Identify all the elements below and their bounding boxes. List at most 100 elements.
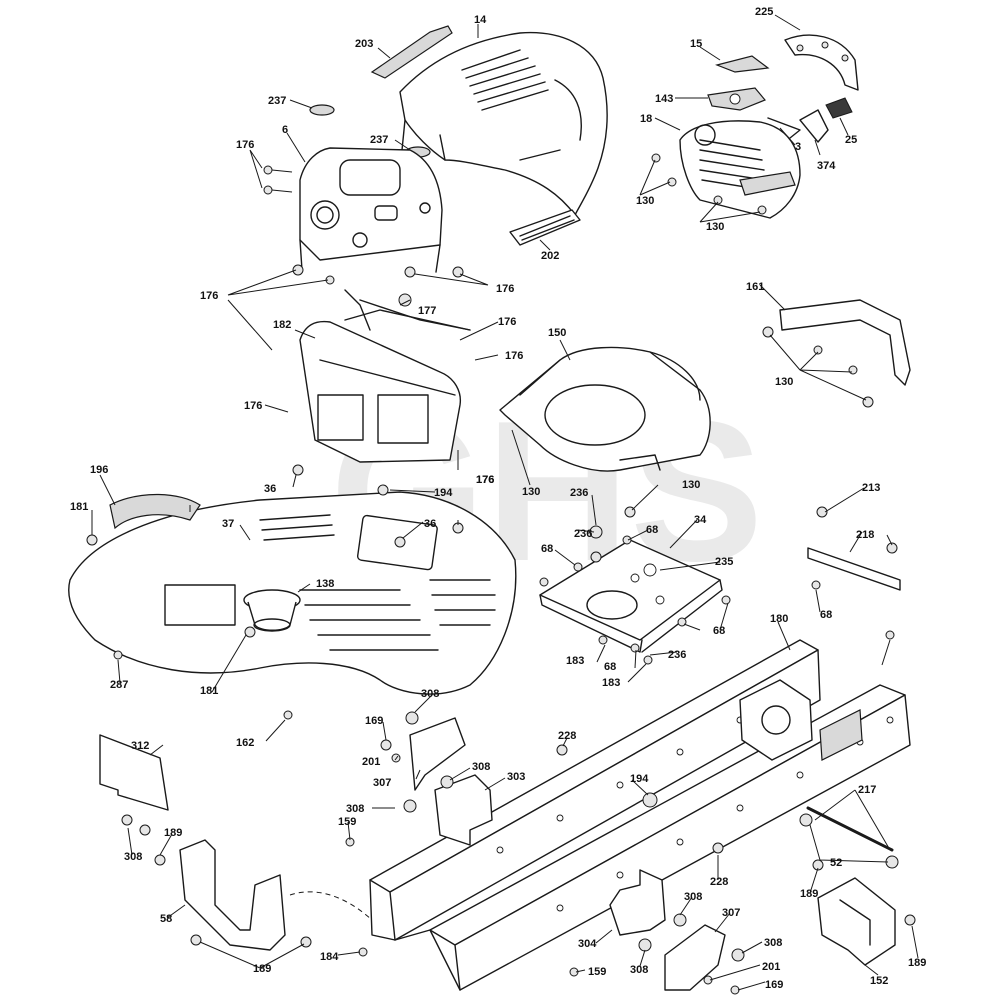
vent-202 — [509, 209, 581, 246]
deck-lift-bracket-lower — [664, 924, 745, 995]
callout-label: 25 — [845, 134, 857, 146]
callout-label: 303 — [507, 771, 525, 783]
callout-label: 176 — [496, 283, 514, 295]
bracket-303 — [345, 774, 493, 847]
callout-label: 287 — [110, 679, 128, 691]
lower-console — [299, 309, 471, 463]
hood — [399, 31, 608, 216]
callout-label: 308 — [764, 937, 782, 949]
callout-label: 308 — [124, 851, 142, 863]
leader-lines — [91, 14, 919, 991]
callout-label: 130 — [636, 195, 654, 207]
callout-label: 308 — [684, 891, 702, 903]
callout-label: 228 — [558, 730, 576, 742]
callout-label: 68 — [713, 625, 725, 637]
callout-label: 130 — [706, 221, 724, 233]
bracket-152 — [817, 877, 916, 966]
callout-label: 189 — [800, 888, 818, 900]
callout-label: 130 — [775, 376, 793, 388]
callout-label: 236 — [668, 649, 686, 661]
grille-cap — [707, 87, 766, 111]
callout-label: 196 — [90, 464, 108, 476]
bracket-161 — [762, 299, 911, 408]
callout-label: 68 — [541, 543, 553, 555]
callout-label: 213 — [862, 482, 880, 494]
callout-label: 218 — [856, 529, 874, 541]
callout-label: 189 — [908, 957, 926, 969]
callout-label: 177 — [418, 305, 436, 317]
callout-label: 236 — [574, 528, 592, 540]
callout-label: 237 — [268, 95, 286, 107]
front-grille — [679, 120, 801, 219]
callout-label: 308 — [421, 688, 439, 700]
callout-label: 194 — [434, 487, 453, 499]
bolt-228 — [556, 744, 568, 756]
callout-label: 235 — [715, 556, 733, 568]
callout-label: 143 — [655, 93, 673, 105]
callout-label: 203 — [355, 38, 373, 50]
callout-label: 307 — [373, 777, 391, 789]
callout-label: 15 — [690, 38, 702, 50]
callout-label: 36 — [264, 483, 276, 495]
callout-label: 183 — [566, 655, 584, 667]
bracket-25 — [825, 97, 853, 119]
callout-label: 138 — [316, 578, 334, 590]
callouts: 14 203 237 6 176 237 225 15 143 18 3 25 … — [70, 6, 926, 991]
hood-trim — [370, 25, 453, 79]
callout-label: 184 — [320, 951, 339, 963]
callout-label: 201 — [762, 961, 780, 973]
bracket-304 — [609, 869, 687, 952]
callout-label: 162 — [236, 737, 254, 749]
callout-label: 189 — [253, 963, 271, 975]
callout-label: 374 — [817, 160, 836, 172]
callout-label: 308 — [630, 964, 648, 976]
callout-label: 152 — [870, 975, 888, 987]
dash-panel — [299, 147, 443, 273]
callout-label: 68 — [604, 661, 616, 673]
callout-label: 159 — [338, 816, 356, 828]
callout-label: 176 — [476, 474, 494, 486]
callout-label: 52 — [830, 857, 842, 869]
fender-emblem — [109, 493, 201, 530]
callout-label: 194 — [630, 773, 649, 785]
callout-label: 14 — [474, 14, 487, 26]
callout-label: 308 — [346, 803, 364, 815]
deck-lift-bracket — [380, 711, 466, 791]
bracket-218 — [807, 506, 901, 640]
callout-label: 58 — [160, 913, 172, 925]
callout-label: 176 — [498, 316, 516, 328]
bolt-228 — [712, 842, 724, 854]
callout-label: 183 — [602, 677, 620, 689]
callout-label: 37 — [222, 518, 234, 530]
callout-label: 180 — [770, 613, 788, 625]
cup-holder — [243, 589, 301, 632]
front-plate — [99, 734, 169, 836]
front-bracket — [154, 839, 373, 951]
callout-label: 312 — [131, 740, 149, 752]
callout-label: 176 — [476, 474, 494, 486]
callout-label: 202 — [541, 250, 559, 262]
seat-hardware — [539, 506, 731, 665]
callout-label: 68 — [646, 524, 658, 536]
callout-label: 169 — [365, 715, 383, 727]
callout-label: 182 — [273, 319, 291, 331]
callout-label: 150 — [548, 327, 566, 339]
callout-label: 169 — [765, 979, 783, 991]
fender-vents — [259, 514, 496, 651]
callout-label: 189 — [164, 827, 182, 839]
callout-label: 217 — [858, 784, 876, 796]
main-frame — [369, 639, 911, 991]
callout-label: 161 — [746, 281, 764, 293]
callout-label: 181 — [70, 501, 88, 513]
callout-label: 36 — [424, 518, 436, 530]
callout-label: 159 — [588, 966, 606, 978]
wiring — [344, 289, 471, 331]
nut-194 — [642, 792, 658, 808]
pad — [309, 104, 335, 116]
callout-label: 201 — [362, 756, 380, 768]
callout-label: 228 — [710, 876, 728, 888]
callout-label: 307 — [722, 907, 740, 919]
callout-label: 176 — [200, 290, 218, 302]
